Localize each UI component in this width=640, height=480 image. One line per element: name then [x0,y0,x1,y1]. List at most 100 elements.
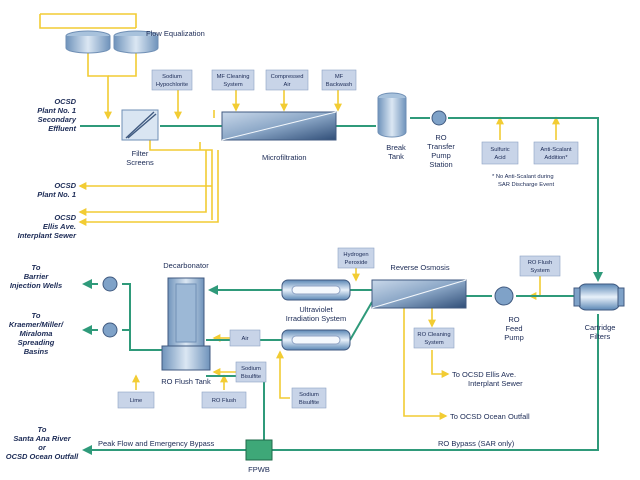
svg-text:Plant No. 1: Plant No. 1 [37,106,76,115]
svg-text:Sodium: Sodium [241,366,261,372]
svg-text:System: System [530,268,549,274]
svg-text:RO Flush: RO Flush [528,260,552,266]
chem-box-compressed-air: Compressed Air [265,69,309,91]
svg-text:Air: Air [283,82,290,88]
label-ocsd-secondary-effluent: OCSD Plant No. 1 Secondary Effluent [37,97,77,133]
svg-text:To: To [32,263,41,272]
svg-text:To OCSD Ellis Ave.: To OCSD Ellis Ave. [452,370,516,379]
svg-text:Santa Ana River: Santa Ana River [13,434,71,443]
label-peak-flow-bypass: Peak Flow and Emergency Bypass [98,439,215,448]
svg-text:System: System [424,340,443,346]
svg-text:Sodium: Sodium [162,74,182,80]
svg-text:To: To [38,425,47,434]
label-santa-ana-river: To Santa Ana River or OCSD Ocean Outfall [6,425,79,461]
svg-text:Basins: Basins [24,347,49,356]
svg-text:Secondary: Secondary [38,115,77,124]
svg-text:Plant No. 1: Plant No. 1 [37,190,76,199]
svg-text:Interplant Sewer: Interplant Sewer [468,379,523,388]
svg-text:OCSD: OCSD [54,213,76,222]
svg-text:Transfer: Transfer [427,142,455,151]
svg-text:Hydrogen: Hydrogen [343,252,368,258]
chem-box-ro-flush: RO Flush [201,391,247,409]
svg-text:Effluent: Effluent [48,124,76,133]
label-uv-system: Ultraviolet Irradiation System [286,305,346,323]
svg-text:Feed: Feed [505,324,522,333]
chem-box-mf-backwash: MF Backwash [321,69,357,91]
svg-text:Peroxide: Peroxide [345,260,368,266]
uv-irradiation-units [281,279,351,351]
ro-feed-pump [494,286,514,306]
svg-text:Spreading: Spreading [18,338,55,347]
svg-text:Break: Break [386,143,406,152]
svg-text:SAR Discharge Event: SAR Discharge Event [498,182,554,188]
product-pumps [102,276,118,338]
label-filter-screens: Filter Screens [126,149,154,167]
label-barrier-injection-wells: To Barrier Injection Wells [10,263,62,290]
chem-box-sodium-bisulfite-1: Sodium Bisulfite [235,361,267,383]
svg-text:Cartridge: Cartridge [585,323,616,332]
reverse-osmosis-unit [371,279,467,309]
svg-text:OCSD: OCSD [54,181,76,190]
label-reverse-osmosis: Reverse Osmosis [390,263,449,272]
svg-text:Pump: Pump [431,151,451,160]
label-decarbonator: Decarbonator [163,261,209,270]
svg-text:RO Cleaning: RO Cleaning [417,332,450,338]
svg-text:Ellis Ave.: Ellis Ave. [43,222,76,231]
svg-text:Anti-Scalant: Anti-Scalant [540,147,572,153]
label-spreading-basins: To Kraemer/Miller/ Miraloma Spreading Ba… [9,311,64,356]
svg-text:Lime: Lime [130,398,143,404]
svg-text:To: To [32,311,41,320]
svg-text:Air: Air [241,336,248,342]
label-break-tank: Break Tank [386,143,406,161]
svg-text:System: System [223,82,242,88]
svg-text:OCSD: OCSD [54,97,76,106]
break-tank-vessel [377,92,407,138]
svg-text:Tank: Tank [388,152,404,161]
chem-box-sodium-bisulfite-2: Sodium Bisulfite [291,387,327,409]
svg-text:Ultraviolet: Ultraviolet [299,305,333,314]
svg-text:Injection Wells: Injection Wells [10,281,62,290]
svg-text:Irradiation System: Irradiation System [286,314,346,323]
label-cartridge-filters: Cartridge Filters [585,323,616,341]
chem-box-mf-cleaning: MF Cleaning System [211,69,255,91]
svg-text:Barrier: Barrier [24,272,50,281]
chem-box-ro-flush-system: RO Flush System [519,255,561,277]
svg-text:Bisulfite: Bisulfite [241,374,261,380]
svg-text:Sulfuric: Sulfuric [490,147,509,153]
svg-text:Backwash: Backwash [326,82,352,88]
svg-text:or: or [38,443,47,452]
label-flow-equalization: Flow Equalization [146,29,205,38]
note-no-antiscalant: * No Anti-Scalant during SAR Discharge E… [492,174,554,188]
chem-box-ro-cleaning: RO Cleaning System [413,327,455,349]
svg-text:OCSD Ocean Outfall: OCSD Ocean Outfall [6,452,79,461]
svg-text:Screens: Screens [126,158,154,167]
label-ro-transfer-pump-station: RO Transfer Pump Station [427,133,455,169]
chem-box-sulfuric-acid: Sulfuric Acid [481,141,519,165]
svg-text:Station: Station [429,160,452,169]
svg-text:Miraloma: Miraloma [20,329,53,338]
svg-text:Bisulfite: Bisulfite [299,400,319,406]
svg-text:* No Anti-Scalant during: * No Anti-Scalant during [492,174,554,180]
label-ocsd-ellis-interplant: OCSD Ellis Ave. Interplant Sewer [18,213,77,240]
label-ocsd-plant-1: OCSD Plant No. 1 [37,181,76,199]
label-fpwb: FPWB [248,465,270,474]
svg-text:Kraemer/Miller/: Kraemer/Miller/ [9,320,64,329]
chem-box-anti-scalant: Anti-Scalant Addition* [533,141,579,165]
label-ro-flush-tank: RO Flush Tank [161,377,211,386]
decarbonator-tower [161,277,211,371]
label-to-ellis-sewer: To OCSD Ellis Ave. Interplant Sewer [452,370,523,388]
label-ro-bypass: RO Bypass (SAR only) [438,439,515,448]
svg-text:Pump: Pump [504,333,524,342]
svg-text:Filter: Filter [132,149,149,158]
svg-text:Addition*: Addition* [544,155,568,161]
chem-box-air: Air [229,329,261,347]
svg-text:Filters: Filters [590,332,611,341]
ro-transfer-pump [431,110,447,126]
filter-screen-unit [121,109,159,141]
svg-text:RO: RO [435,133,446,142]
svg-text:Interplant Sewer: Interplant Sewer [18,231,77,240]
svg-text:MF Cleaning: MF Cleaning [217,74,250,80]
label-microfiltration: Microfiltration [262,153,307,162]
svg-text:Sodium: Sodium [299,392,319,398]
fpwb-basin [245,439,273,461]
